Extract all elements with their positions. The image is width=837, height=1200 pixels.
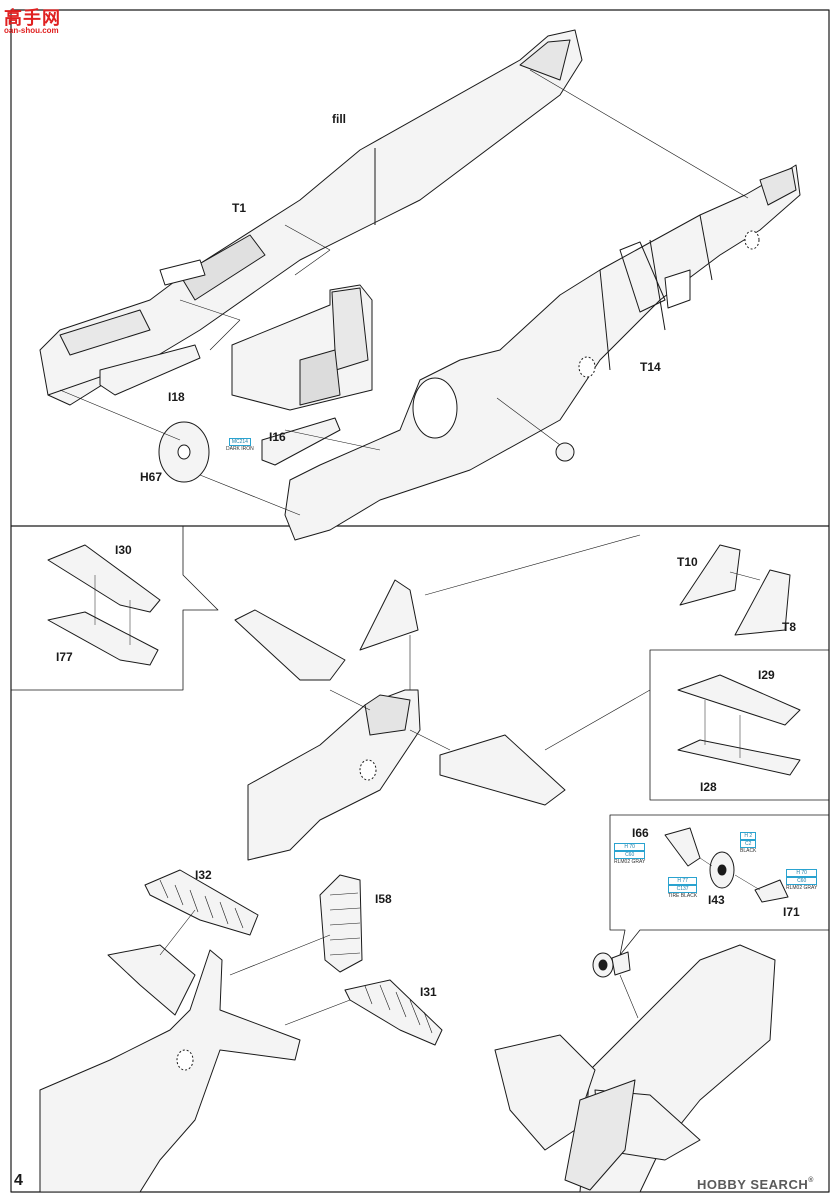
paint-callout-i71: H 70 C60 RLM02 GRAY: [786, 869, 818, 891]
label-i31: I31: [420, 985, 437, 999]
tail-assembly-middle: [247, 689, 421, 861]
part-elevator: [234, 609, 346, 681]
part-rudder-right: [439, 734, 566, 806]
paint-code: C137: [668, 885, 698, 893]
fuselage-left-half: [39, 29, 583, 406]
label-i77: I77: [56, 650, 73, 664]
label-t14: T14: [640, 360, 661, 374]
label-i71: I71: [783, 905, 800, 919]
label-t1: T1: [232, 201, 247, 215]
paint-code: H 70: [614, 843, 646, 851]
paint-callout-tire: H 77 C137 TIRE BLACK: [668, 877, 698, 899]
part-i16: [261, 417, 341, 466]
label-fill: fill: [332, 112, 346, 126]
brand-registered-mark: ®: [808, 1177, 814, 1184]
paint-name: RLM02 GRAY: [786, 885, 818, 891]
label-i29: I29: [758, 668, 775, 682]
cockpit-tub: [231, 284, 373, 411]
small-round-part: [555, 442, 575, 462]
part-i66: [664, 827, 701, 867]
part-h67: [158, 421, 210, 483]
leader-lines-top: [59, 69, 749, 516]
paint-code: C60: [786, 877, 818, 885]
part-fin: [359, 579, 419, 651]
inset-box-left: [11, 526, 219, 691]
label-i32: I32: [195, 868, 212, 882]
paint-name: DARK IRON: [226, 446, 254, 452]
part-t8: [734, 569, 791, 636]
tail-assembly-bottom-left: [39, 944, 301, 1193]
paint-name: BLACK: [740, 848, 757, 854]
part-i77: [47, 611, 159, 666]
label-i16: I16: [269, 430, 286, 444]
paint-code: H 2: [740, 832, 757, 840]
paint-code: H 70: [786, 869, 818, 877]
brand-name: HOBBY SEARCH: [697, 1177, 809, 1192]
label-i43: I43: [708, 893, 725, 907]
part-t10: [679, 544, 741, 606]
watermark-logo: 高手网: [4, 8, 61, 29]
label-i58: I58: [375, 892, 392, 906]
part-i28: [677, 739, 801, 776]
label-i30: I30: [115, 543, 132, 557]
part-i32: [144, 869, 259, 936]
leader-lines-mid: [329, 534, 651, 751]
label-i28: I28: [700, 780, 717, 794]
watermark-url: oan-shou.com: [4, 26, 59, 35]
paint-callout-cockpit: MC214 DARK IRON: [226, 438, 254, 452]
tail-assembly-bottom-right: [494, 944, 776, 1193]
part-i18: [99, 344, 201, 396]
paint-callout-i43: H 2 C2 BLACK: [740, 832, 757, 854]
paint-code: H 77: [668, 877, 698, 885]
panel-frame: [10, 9, 830, 1193]
inset-wheel: [609, 814, 830, 956]
fuselage-right-half: [284, 164, 801, 541]
part-i71: [754, 879, 789, 903]
tail-wheel: [592, 951, 631, 978]
label-i18: I18: [168, 390, 185, 404]
inset-frame-right: [649, 649, 829, 801]
label-t10: T10: [677, 555, 698, 569]
label-i66: I66: [632, 826, 649, 840]
page-number: 4: [14, 1172, 23, 1189]
paint-code: C2: [740, 840, 757, 848]
paint-code: C60: [614, 851, 646, 859]
part-i30: [47, 544, 161, 613]
label-h67: H67: [140, 470, 163, 484]
part-i58: [319, 874, 363, 973]
part-i29: [677, 674, 801, 726]
brand-watermark: HOBBY SEARCH®: [697, 1177, 814, 1192]
paint-name: TIRE BLACK: [668, 893, 698, 899]
label-t8: T8: [782, 620, 797, 634]
paint-name: RLM02 GRAY: [614, 859, 646, 865]
leader-lines-bottom-left: [159, 909, 351, 1026]
part-i43: [709, 851, 735, 889]
paint-code: MC214: [228, 438, 251, 446]
paint-callout-i66: H 70 C60 RLM02 GRAY: [614, 843, 646, 865]
